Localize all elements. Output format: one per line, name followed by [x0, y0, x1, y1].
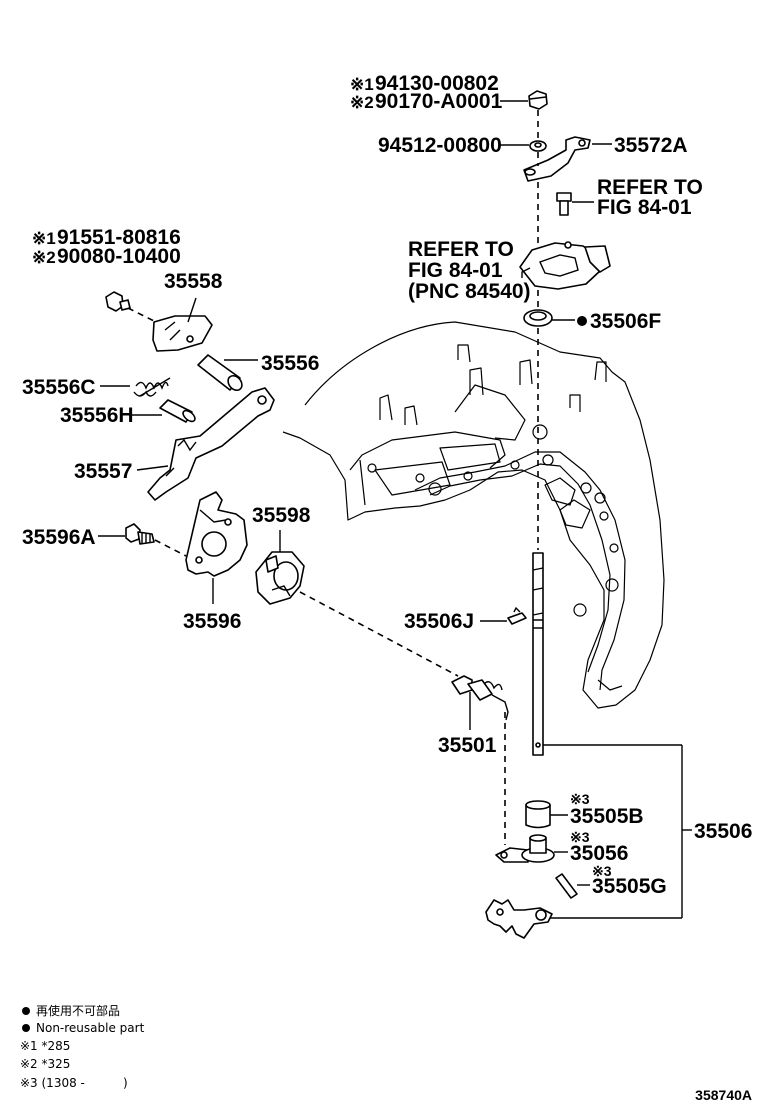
part-label-35556c: 35556C: [22, 376, 96, 399]
pin-35556-icon: [197, 354, 243, 392]
bushing-icon: [525, 800, 551, 829]
part-label-35556: 35556: [261, 352, 319, 375]
legend-dot-icon-en: [22, 1024, 30, 1032]
manual-shaft-icon: [532, 552, 544, 756]
part-label-90080-10400: 90080-10400: [57, 245, 181, 268]
plate-35596-icon: [185, 491, 248, 577]
collar-35056-icon: [495, 834, 555, 863]
legend-note-2: ※2 *325: [20, 1057, 70, 1071]
spring-35556c-icon: [133, 377, 171, 397]
refer-label-2-line3: (PNC 84540): [408, 280, 531, 303]
part-label-94512-00800: 94512-00800: [378, 134, 502, 157]
figure-id: 358740A: [695, 1087, 752, 1103]
part-label-35505g: 35505G: [592, 875, 667, 898]
bolt-91551-icon: [105, 291, 131, 312]
legend-non-reusable-jp: 再使用不可部品: [36, 1003, 120, 1018]
part-label-94130-00802: 94130-00802: [375, 72, 499, 95]
label-group: ※1 94130-00802 ※2 90170-A0001 94512-0080…: [22, 72, 752, 898]
part-label-35506j: 35506J: [404, 610, 474, 633]
part-label-35505b: 35505B: [570, 805, 644, 828]
part-label-35556h: 35556H: [60, 404, 134, 427]
bolt-icon: [556, 192, 572, 216]
ref-mark-r3-35505b: ※3: [570, 791, 590, 807]
nut-icon: [528, 90, 548, 110]
lever-35557-icon: [147, 387, 275, 501]
harness-35501-icon: [451, 675, 509, 721]
ref-mark-r3-35056: ※3: [570, 829, 590, 845]
sensor-35598-icon: [255, 551, 305, 605]
ref-mark-r2-nut: ※2: [350, 93, 374, 112]
spring-pin-icon: [555, 873, 578, 899]
part-label-91551-80816: 91551-80816: [57, 226, 181, 249]
part-label-35572a: 35572A: [614, 134, 688, 157]
pin-35506j-icon: [507, 606, 527, 625]
neutral-switch-icon: [519, 241, 611, 290]
part-label-35596a: 35596A: [22, 526, 96, 549]
part-label-35501: 35501: [438, 734, 497, 757]
legend-non-reusable-en: Non-reusable part: [36, 1021, 145, 1035]
cover-35558-icon: [152, 315, 213, 352]
ref-mark-r2-bolt: ※2: [32, 248, 56, 267]
part-label-35506: 35506: [694, 820, 752, 843]
ref-mark-r1-bolt: ※1: [32, 229, 56, 248]
refer-label-1-line2: FIG 84-01: [597, 196, 692, 219]
lever-35572a-icon: [523, 136, 591, 182]
part-label-90170-a0001: 90170-A0001: [375, 90, 503, 113]
legend: 再使用不可部品 Non-reusable part ※1 *285 ※2 *32…: [20, 1003, 145, 1090]
legend-note-1: ※1 *285: [20, 1039, 70, 1053]
refer-label-2-line1: REFER TO: [408, 238, 514, 261]
part-label-35558: 35558: [164, 270, 223, 293]
ref-mark-r1-nut: ※1: [350, 75, 374, 94]
part-label-35506f: 35506F: [590, 310, 661, 333]
bolt-35596a-icon: [125, 523, 155, 545]
non-reusable-dot-icon: [577, 316, 587, 326]
pin-35556h-icon: [159, 399, 196, 423]
part-label-35557: 35557: [74, 460, 132, 483]
refer-label-2-line2: FIG 84-01: [408, 259, 503, 282]
legend-dot-icon-jp: [22, 1007, 30, 1015]
part-label-35596: 35596: [183, 610, 241, 633]
refer-label-1-line1: REFER TO: [597, 176, 703, 199]
part-label-35056: 35056: [570, 842, 628, 865]
oil-seal-icon: [523, 309, 553, 327]
transmission-housing: [282, 321, 665, 709]
washer-icon: [529, 140, 547, 152]
part-label-35598: 35598: [252, 504, 311, 527]
legend-note-3: ※3 (1308 - ): [20, 1076, 128, 1090]
detent-lever-icon: [485, 899, 553, 939]
ref-mark-r3-35505g: ※3: [592, 863, 612, 879]
